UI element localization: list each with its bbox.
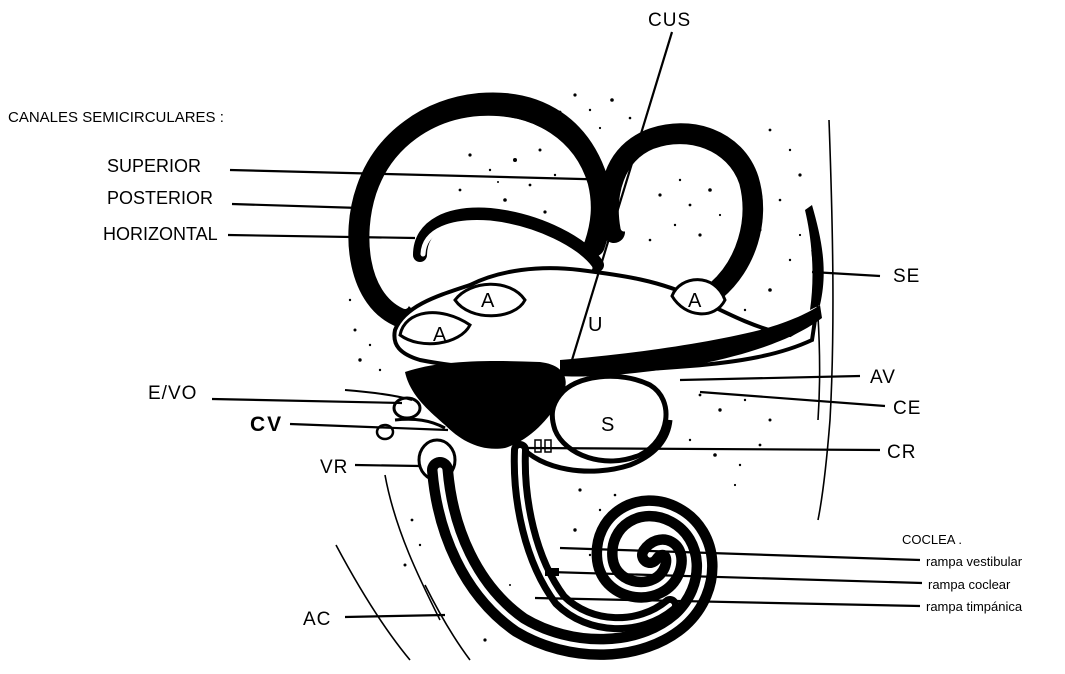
label-vr: VR xyxy=(320,457,348,478)
label-ac: AC xyxy=(303,609,331,630)
label-posterior: POSTERIOR xyxy=(107,188,213,208)
leader-horizontal xyxy=(228,235,415,238)
inner-label-u: U xyxy=(588,314,602,336)
label-rampa-timpanica: rampa timpánica xyxy=(926,599,1023,614)
inner-label-a3: A xyxy=(688,290,702,312)
label-cv: CV xyxy=(250,413,283,436)
leader-cv xyxy=(290,424,448,430)
label-cus: CUS xyxy=(648,10,691,31)
label-av: AV xyxy=(870,367,896,388)
label-evo: E/VO xyxy=(148,383,197,404)
inner-label-a1: A xyxy=(433,324,447,346)
leader-superior xyxy=(230,170,620,180)
inner-label-s: S xyxy=(601,414,614,436)
inner-label-a2: A xyxy=(481,290,495,312)
anterior-canal xyxy=(611,134,752,290)
label-superior: SUPERIOR xyxy=(107,156,201,176)
label-rampa-vestibular: rampa vestibular xyxy=(926,554,1023,569)
horizontal-canal xyxy=(420,215,597,268)
label-ce: CE xyxy=(893,398,921,419)
label-rampa-coclear: rampa coclear xyxy=(928,577,1011,592)
leader-ce xyxy=(700,392,885,406)
leader-av xyxy=(680,376,860,380)
heading-canales: CANALES SEMICIRCULARES : xyxy=(8,109,224,126)
leader-ac xyxy=(345,615,445,617)
leader-rampa-timpanica xyxy=(535,598,920,606)
leader-evo xyxy=(212,399,402,403)
leader-vr xyxy=(355,465,420,466)
vestibular-mass xyxy=(405,361,566,449)
label-coclea-title: COCLEA . xyxy=(902,532,962,547)
label-cr: CR xyxy=(887,442,916,463)
label-se: SE xyxy=(893,266,920,287)
leader-posterior xyxy=(232,204,360,208)
label-horizontal: HORIZONTAL xyxy=(103,224,218,244)
